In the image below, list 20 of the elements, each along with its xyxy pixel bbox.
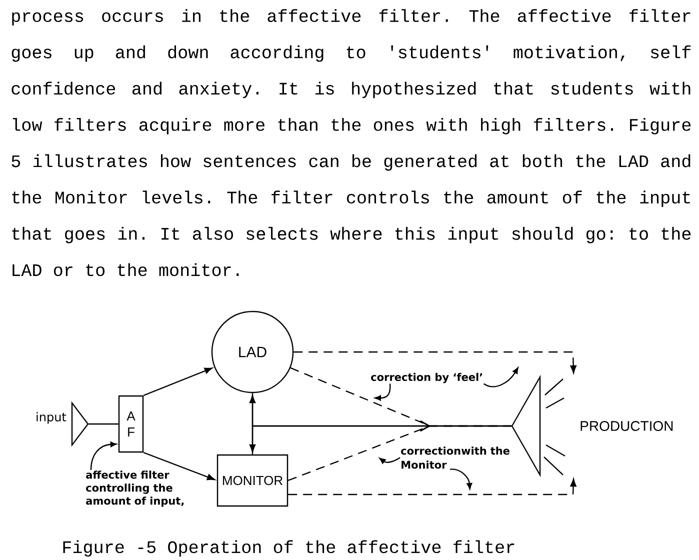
double-arrow — [249, 395, 256, 452]
paragraph-text: process occurs in the affective filter. The affective filter goes up and down according to 'students' motivation, self confidence and anxiety. It is hypothesized that students with low filters acquire more than the ones with high filters. Figure 5 illustrates how sentences can be generated at both the LAD and the Monitor levels. The filter controls the amount of the input that goes in. It also selects where this input should go: to the LAD or to the monitor. — [12, 9, 691, 276]
leader-arrow — [483, 367, 518, 388]
arrow — [143, 368, 212, 396]
leader-arrow — [450, 468, 472, 490]
node-label: PRODUCTION — [580, 421, 673, 431]
dashed-arrow — [294, 351, 576, 374]
leader-arrow — [90, 442, 117, 470]
line — [88, 423, 118, 425]
arrow — [143, 452, 216, 480]
leader-arrow — [374, 384, 391, 401]
annotation-text: correction by ‘feel’ — [371, 372, 482, 384]
dashed-arrow — [288, 478, 576, 496]
figure-caption: Figure -5 Operation of the affective filter — [63, 540, 514, 557]
node-label: input — [36, 412, 66, 424]
annotation-text: correctionwith the Monitor — [401, 446, 510, 469]
process-box: MONITOR — [216, 454, 288, 507]
annotation-text: affective filter controlling the amount of input, — [86, 470, 184, 507]
leader-arrow — [379, 457, 400, 464]
process-box: A F — [118, 395, 144, 453]
